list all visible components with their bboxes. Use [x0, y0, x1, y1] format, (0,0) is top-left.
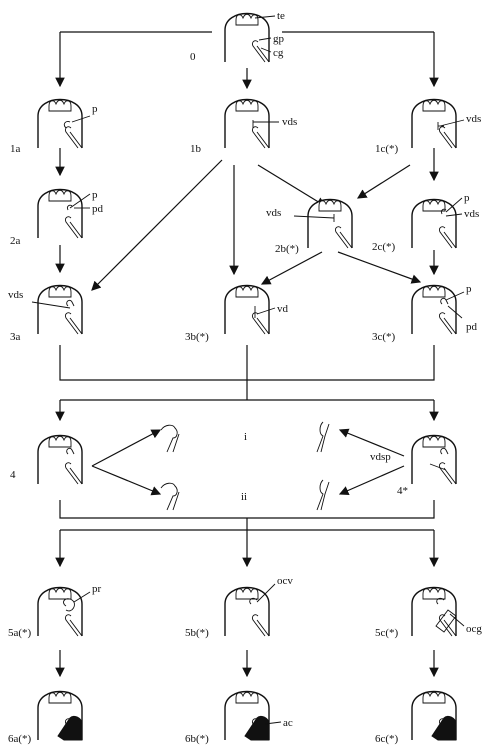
specimen-5a	[37, 586, 91, 637]
stage-label-5a: 5a(*)	[8, 627, 32, 639]
specimen-3a	[31, 284, 83, 335]
stage-label-1a: 1a	[10, 143, 21, 155]
stage-label-5b: 5b(*)	[185, 627, 209, 639]
detail-i-left	[160, 424, 180, 453]
stage-label-1c: 1c(*)	[375, 143, 399, 155]
annotation-ocg: ocg	[466, 623, 482, 635]
stage-label-6b: 6b(*)	[185, 733, 209, 745]
annotation-vds-1b: vds	[282, 116, 297, 128]
specimen-1b	[224, 98, 279, 149]
detail-ii-right	[316, 479, 330, 511]
specimen-6a	[37, 690, 83, 741]
specimen-2a	[37, 188, 91, 239]
annotation-vds-2b: vds	[266, 207, 281, 219]
stage-label-4: 4	[10, 469, 16, 481]
annotation-pr: pr	[92, 583, 102, 595]
stage-label-3a: 3a	[10, 331, 21, 343]
stage-label-5c: 5c(*)	[375, 627, 399, 639]
annotation-te: te	[277, 10, 285, 22]
specimen-5c	[411, 586, 465, 637]
stage-label-4-star: 4*	[397, 485, 408, 497]
specimen-3b	[224, 284, 276, 335]
specimen-2b	[293, 198, 353, 249]
stage-label-2c: 2c(*)	[372, 241, 396, 253]
stage-label-6a: 6a(*)	[8, 733, 32, 745]
specimen-6b	[224, 690, 282, 741]
stage-label-0: 0	[190, 51, 196, 63]
detail-i-right	[316, 421, 330, 453]
annotation-vds-1c: vds	[466, 113, 481, 125]
annotation-vds-3a: vds	[8, 289, 23, 301]
specimen-6c	[411, 690, 457, 741]
annotation-p-2c: p	[464, 192, 470, 204]
branch-label-ii: ii	[241, 491, 247, 503]
annotation-gp: gp	[273, 33, 285, 45]
stage-label-3b: 3b(*)	[185, 331, 209, 343]
stage-label-3c: 3c(*)	[372, 331, 396, 343]
annotation-ac: ac	[283, 717, 293, 729]
annotation-pd-2a: pd	[92, 203, 104, 215]
specimen-1a	[37, 98, 91, 149]
stage-label-1b: 1b	[190, 143, 202, 155]
annotation-p-1a: p	[92, 103, 98, 115]
specimen-0	[224, 12, 276, 63]
stage-label-6c: 6c(*)	[375, 733, 399, 745]
specimen-2c	[411, 197, 463, 249]
annotation-vdsp: vdsp	[370, 451, 391, 463]
specimen-4-star	[411, 434, 457, 485]
specimen-5b	[224, 583, 276, 637]
specimen-3c	[411, 284, 465, 335]
detail-ii-left	[160, 482, 180, 511]
annotation-vd-3b: vd	[277, 303, 289, 315]
annotation-ocv: ocv	[277, 575, 293, 587]
specimen-4	[37, 434, 83, 485]
annotation-cg: cg	[273, 47, 284, 59]
annotation-p-3c: p	[466, 283, 472, 295]
annotation-vds-2c: vds	[464, 208, 479, 220]
annotation-p-2a: p	[92, 189, 98, 201]
branch-label-i: i	[244, 431, 247, 443]
stage-label-2a: 2a	[10, 235, 21, 247]
stage-label-2b: 2b(*)	[275, 243, 299, 255]
specimen-1c	[411, 98, 465, 149]
annotation-pd-3c: pd	[466, 321, 478, 333]
